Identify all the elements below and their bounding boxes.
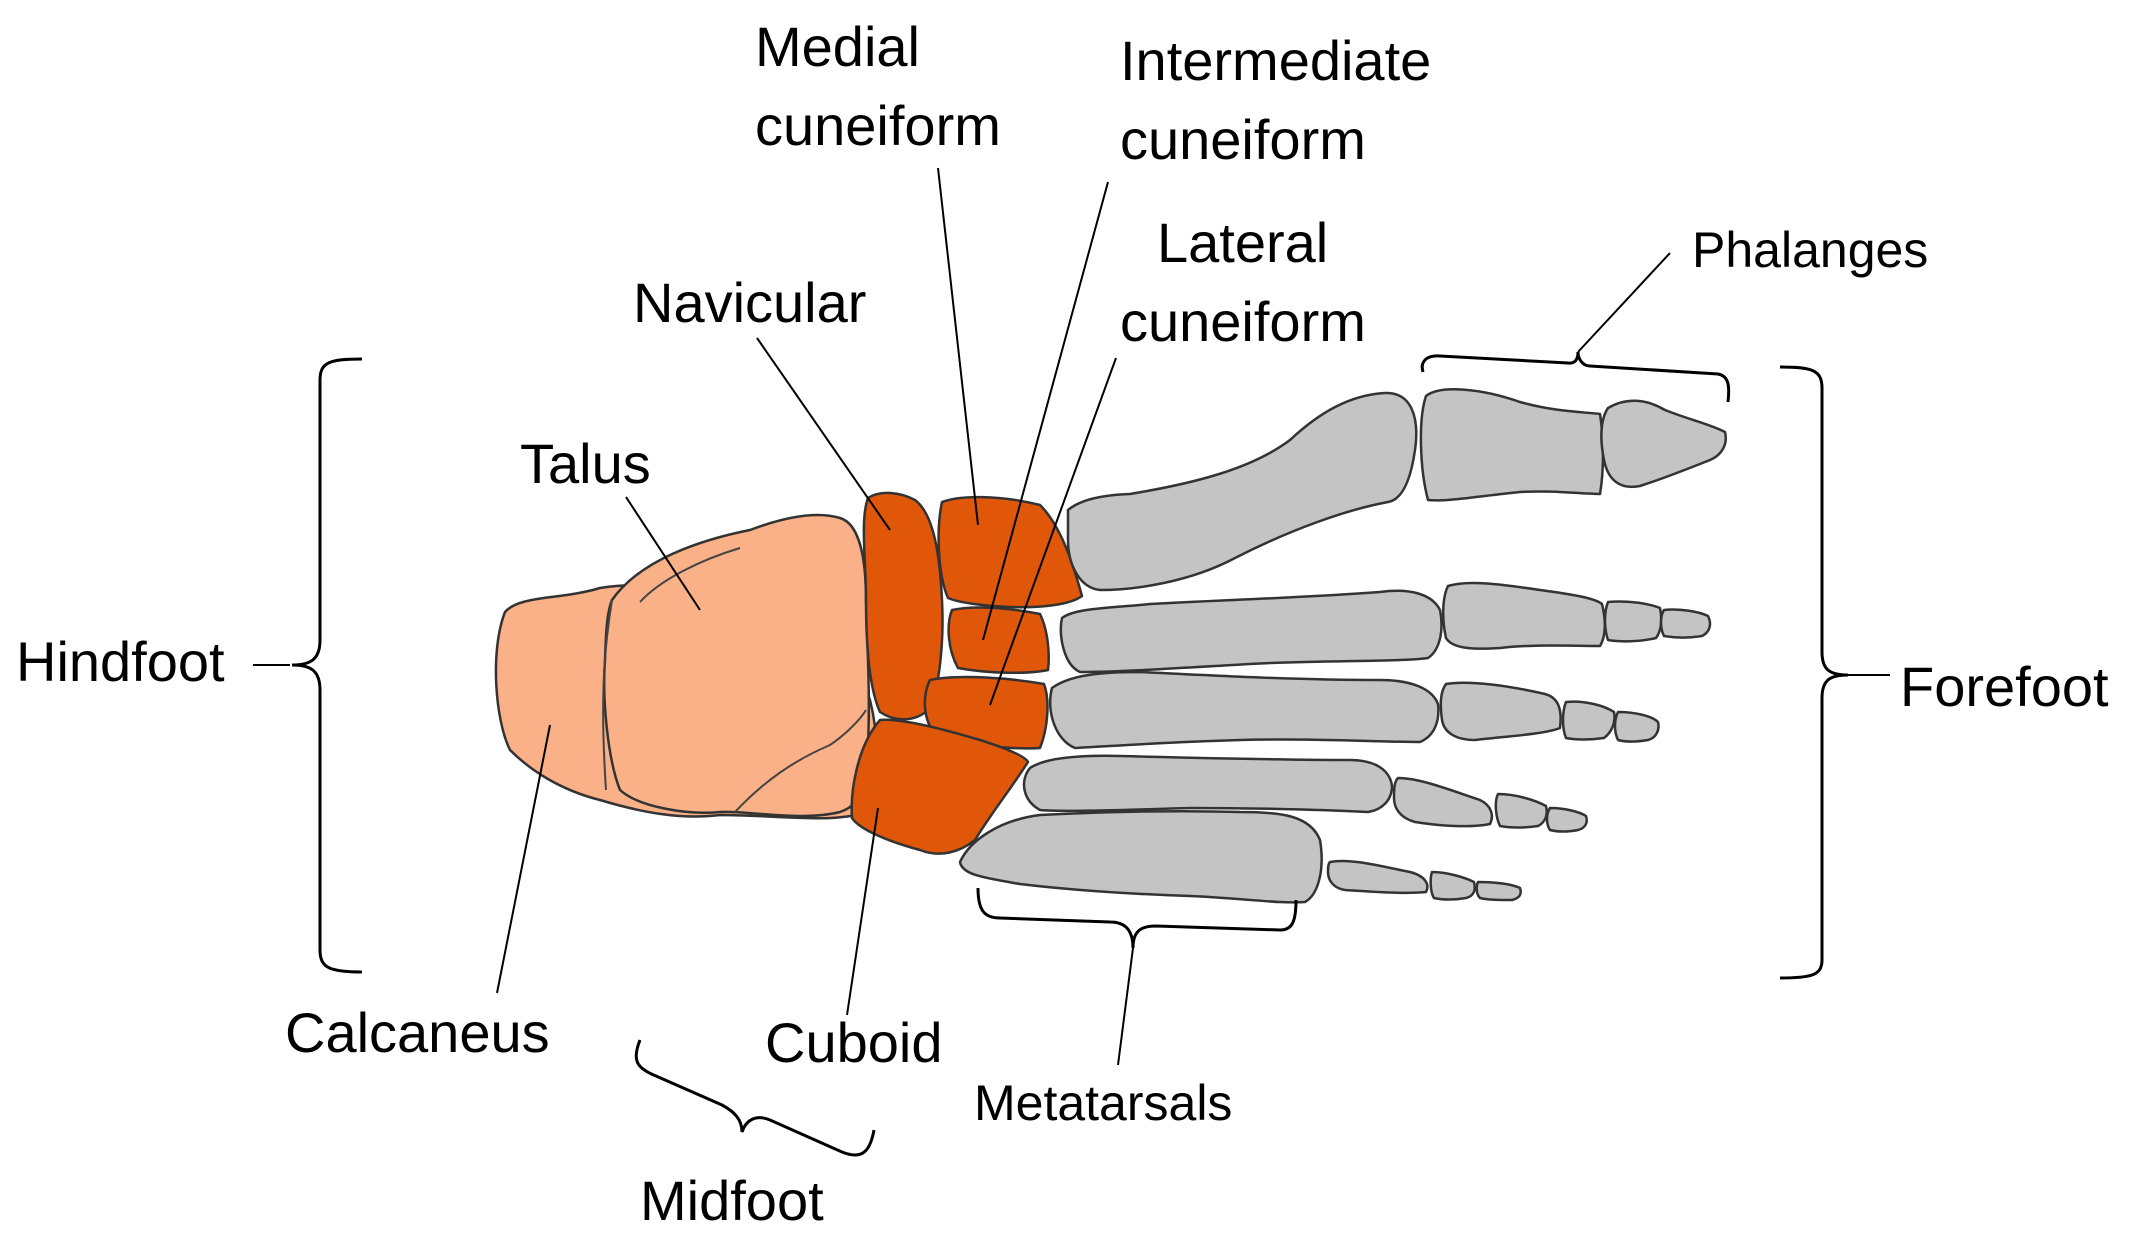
distal-phalanx-3-bone [1613, 710, 1660, 743]
distal-phalanx-5-bone [1475, 880, 1522, 902]
forefoot-bones [958, 388, 1727, 904]
hindfoot-bones [494, 513, 879, 820]
calcaneus-label: Calcaneus [285, 1001, 550, 1064]
metatarsals-leader [1117, 947, 1134, 1066]
proximal-phalanx-5-bone [1326, 859, 1429, 895]
lateral-cuneiform-label: Lateral [1157, 211, 1328, 274]
talocalcaneal-joint-line [734, 709, 867, 813]
medial-cuneiform-bone [937, 495, 1084, 609]
phalanges-leader [1577, 252, 1671, 353]
metatarsals-label: Metatarsals [974, 1075, 1232, 1131]
midfoot-brace [634, 1039, 876, 1157]
metatarsal-5-bone [958, 809, 1323, 904]
distal-phalanx-1-bone [1600, 399, 1727, 489]
metatarsals-brace [976, 887, 1298, 949]
middle-phalanx-5-bone [1429, 870, 1476, 901]
intermediate-cuneiform-bone [947, 606, 1050, 675]
metatarsal-1-bone [1066, 391, 1418, 592]
talus-label: Talus [520, 432, 651, 495]
metatarsal-3-bone [1048, 670, 1440, 750]
intermediate-cuneiform-label: Intermediate [1120, 29, 1431, 92]
middle-phalanx-3-bone [1561, 700, 1616, 741]
forefoot-brace [1779, 365, 1849, 980]
medial-cuneiform-label: Medial [755, 15, 920, 78]
medial-cuneiform-label-line2: cuneiform [755, 94, 1001, 157]
proximal-phalanx-4-bone [1392, 776, 1494, 828]
talus-leader [625, 496, 701, 611]
leader-lines [253, 167, 1890, 1066]
phalanges-brace [1420, 351, 1731, 403]
distal-phalanx-4-bone [1545, 806, 1588, 833]
navicular-label: Navicular [633, 271, 866, 334]
phalanges-label: Phalanges [1692, 222, 1928, 278]
middle-phalanx-4-bone [1494, 792, 1548, 829]
cuboid-leader [846, 807, 879, 1016]
subtalar-joint-line [602, 599, 613, 791]
hindfoot-label: Hindfoot [16, 630, 225, 693]
distal-phalanx-2-bone [1659, 608, 1712, 639]
proximal-phalanx-3-bone [1439, 681, 1562, 742]
lateral-cuneiform-leader [989, 357, 1117, 706]
proximal-phalanx-2-bone [1442, 581, 1606, 650]
intermediate-cuneiform-label-line2: cuneiform [1120, 108, 1366, 171]
intermediate-cuneiform-leader [982, 181, 1109, 641]
medial-cuneiform-leader [937, 167, 979, 526]
cuboid-bone [850, 718, 1030, 855]
midfoot-label: Midfoot [640, 1169, 824, 1232]
midfoot-bones [850, 491, 1084, 855]
talus-bone [602, 513, 871, 818]
proximal-phalanx-1-bone [1419, 388, 1605, 502]
navicular-leader [756, 337, 891, 531]
cuboid-label: Cuboid [765, 1011, 942, 1074]
braces [291, 351, 1849, 1157]
middle-phalanx-2-bone [1603, 600, 1663, 643]
calcaneus-leader [496, 724, 551, 994]
metatarsal-4-bone [1022, 754, 1394, 814]
hindfoot-brace [291, 357, 363, 974]
talus-neck-line [639, 547, 741, 603]
lateral-cuneiform-label-line2: cuneiform [1120, 290, 1366, 353]
labels: Medial cuneiform Intermediate cuneiform … [16, 15, 2109, 1232]
forefoot-label: Forefoot [1900, 655, 2109, 718]
metatarsal-2-bone [1059, 589, 1443, 674]
